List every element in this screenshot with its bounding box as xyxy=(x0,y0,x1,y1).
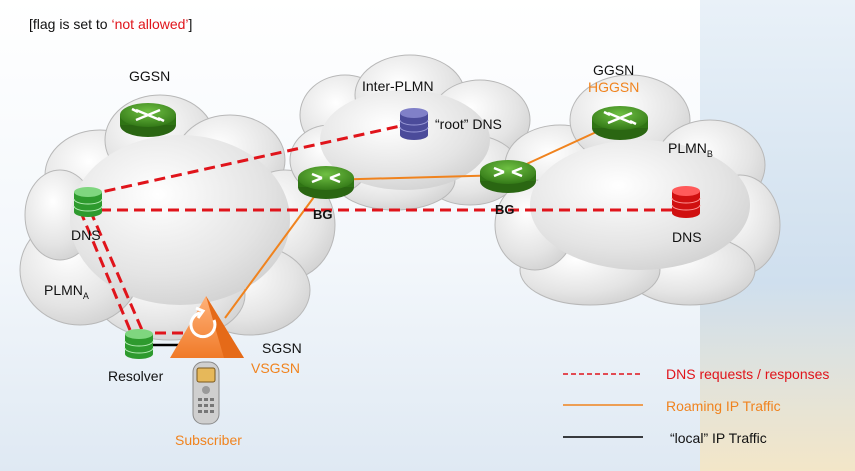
router-icon-ggsn-a xyxy=(120,103,176,137)
cloud-plmn-b xyxy=(494,74,781,306)
sgsn-label: SGSN xyxy=(262,340,302,356)
inter-plmn-label: Inter-PLMN xyxy=(362,78,434,94)
dns-a-label: DNS xyxy=(71,227,101,243)
ggsn-a-label: GGSN xyxy=(129,68,171,84)
plmn-b-text: PLMN xyxy=(668,140,707,156)
dns-link-root xyxy=(87,123,406,197)
router-icon-bg-left xyxy=(298,166,354,199)
root-dns-label: “root” DNS xyxy=(435,116,502,132)
roaming-link-bg-bg xyxy=(324,174,508,181)
dns-link-resolver-2 xyxy=(88,209,144,331)
bg-right-label: BG xyxy=(495,202,515,217)
caption-highlight: ‘not allowed’ xyxy=(111,16,189,32)
diagram-caption: [flag is set to ‘not allowed’] xyxy=(29,16,192,32)
hggsn-label: HGGSN xyxy=(588,79,640,95)
plmn-a-label: PLMNA xyxy=(44,282,89,301)
resolver-label: Resolver xyxy=(108,368,164,384)
dns-link-resolver-1 xyxy=(78,209,132,331)
cloud-plmn-a xyxy=(19,94,336,341)
plmn-a-subscript: A xyxy=(82,290,89,301)
cloud-inter-plmn xyxy=(289,54,531,211)
database-icon-dns-b xyxy=(671,186,701,218)
legend-roaming-label: Roaming IP Traffic xyxy=(666,398,781,414)
legend-dns-label: DNS requests / responses xyxy=(666,366,830,382)
sgsn-icon xyxy=(170,296,244,358)
legend-local-label: “local” IP Traffic xyxy=(670,430,767,446)
mobile-phone-icon xyxy=(192,361,220,425)
router-icon-hggsn xyxy=(592,106,648,140)
caption-suffix: ] xyxy=(188,16,193,32)
plmn-b-label: PLMNB xyxy=(668,140,713,159)
database-icon-resolver xyxy=(124,329,154,359)
caption-prefix: [flag is set to xyxy=(29,16,112,32)
ggsn-b-label: GGSN xyxy=(593,62,635,78)
vsgsn-label: VSGSN xyxy=(251,360,301,376)
bg-left-label: BG xyxy=(313,207,333,222)
database-icon-dns-a xyxy=(73,187,103,217)
router-icon-bg-right xyxy=(480,160,536,193)
database-icon-root-dns xyxy=(399,108,429,140)
dns-b-label: DNS xyxy=(672,229,702,245)
plmn-b-subscript: B xyxy=(706,148,713,159)
roaming-link-sgsn-bg xyxy=(224,181,326,319)
subscriber-label: Subscriber xyxy=(175,432,242,448)
plmn-a-text: PLMN xyxy=(44,282,83,298)
